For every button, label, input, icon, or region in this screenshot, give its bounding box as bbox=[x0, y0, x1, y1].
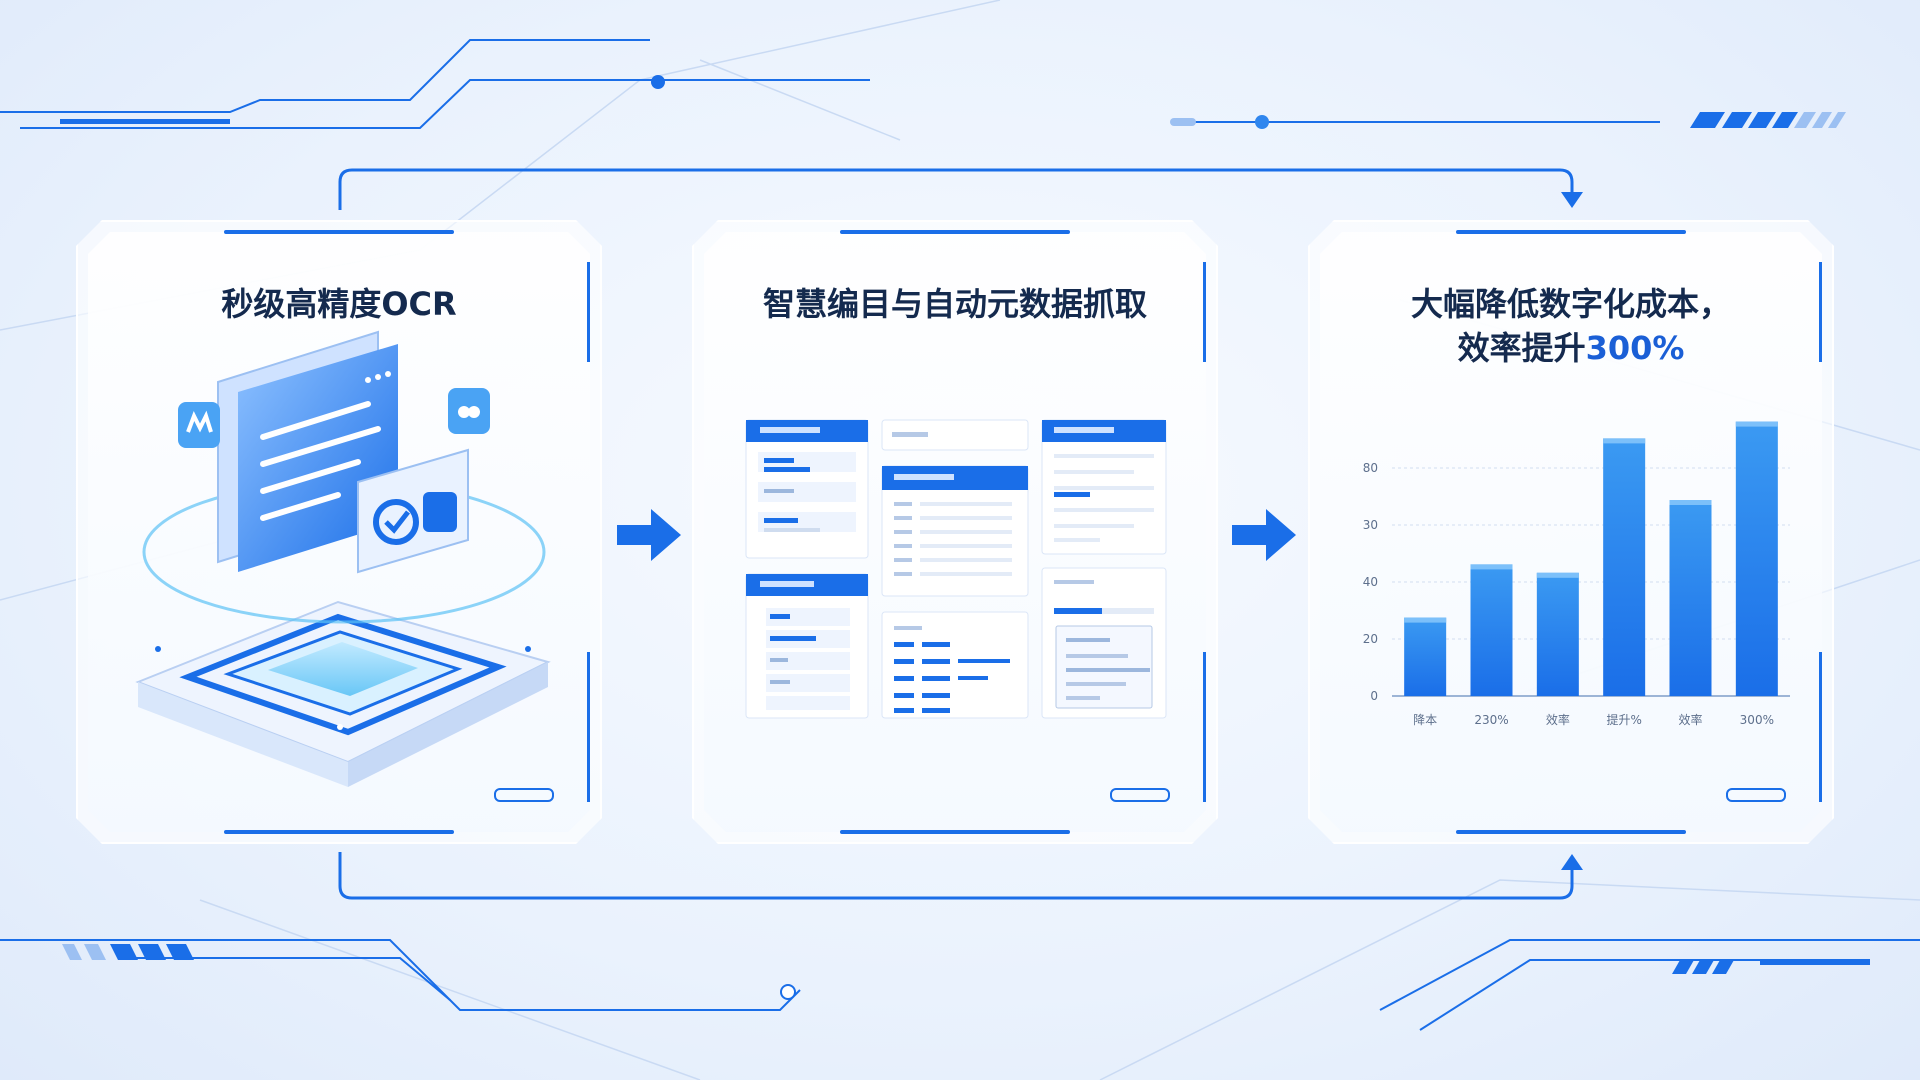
bar-chart-icon: 0 20 40 30 80 降本 230% 效率 提升% 效率 300% bbox=[1310, 222, 1832, 842]
chart-bar-cap bbox=[1537, 573, 1579, 578]
up-arrow-icon bbox=[1561, 854, 1583, 870]
x-tick-label: 300% bbox=[1740, 713, 1774, 727]
y-tick-label: 0 bbox=[1370, 689, 1378, 703]
chart-bar-cap bbox=[1670, 500, 1712, 505]
step-title: 秒级高精度OCR bbox=[221, 285, 457, 323]
step-title-line2-prefix: 效率提升 bbox=[1457, 329, 1586, 367]
x-tick-label: 降本 bbox=[1413, 713, 1437, 727]
step-card-cataloging: 智慧编目与自动元数据抓取 bbox=[692, 220, 1218, 844]
step-title-line2: 效率提升300% bbox=[1310, 326, 1832, 370]
chart-bar bbox=[1471, 564, 1513, 696]
chart-bar bbox=[1670, 500, 1712, 696]
chart-bar bbox=[1404, 618, 1446, 696]
forward-arrow-icon bbox=[1232, 509, 1296, 561]
y-tick-label: 80 bbox=[1363, 461, 1378, 475]
step-card-ocr: 秒级高精度OCR bbox=[76, 220, 602, 844]
x-tick-label: 230% bbox=[1474, 713, 1508, 727]
y-tick-label: 40 bbox=[1363, 575, 1378, 589]
step-title: 大幅降低数字化成本， 效率提升300% bbox=[1310, 282, 1832, 370]
chart-bar-cap bbox=[1471, 564, 1513, 569]
forward-arrow-icon bbox=[617, 509, 681, 561]
x-tick-label: 效率 bbox=[1546, 712, 1570, 727]
chart-bar bbox=[1603, 438, 1645, 696]
x-tick-label: 提升% bbox=[1606, 712, 1641, 727]
ocr-scanner-icon bbox=[78, 222, 600, 842]
chart-bar-cap bbox=[1603, 438, 1645, 443]
chart-bar bbox=[1736, 422, 1778, 696]
chart-bar bbox=[1537, 573, 1579, 696]
step-title-line1: 大幅降低数字化成本， bbox=[1410, 285, 1731, 323]
document-form-icon bbox=[694, 222, 1216, 842]
step-title-highlight: 300% bbox=[1585, 329, 1685, 367]
down-arrow-icon bbox=[1561, 192, 1583, 208]
x-tick-label: 效率 bbox=[1678, 712, 1702, 727]
step-title: 智慧编目与自动元数据抓取 bbox=[762, 285, 1147, 323]
chart-bar-cap bbox=[1736, 422, 1778, 427]
chart-bar-cap bbox=[1404, 618, 1446, 623]
y-tick-label: 30 bbox=[1363, 518, 1378, 532]
y-tick-label: 20 bbox=[1363, 632, 1378, 646]
